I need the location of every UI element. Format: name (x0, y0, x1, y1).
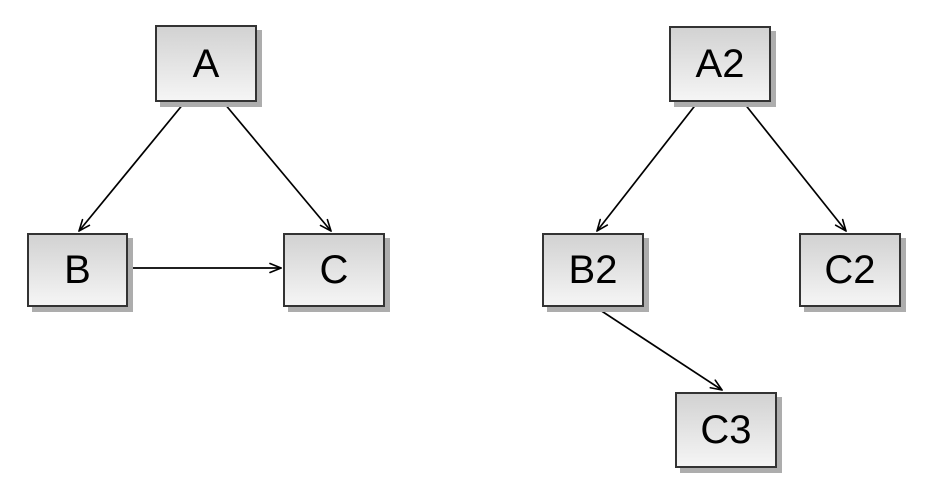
node-C[interactable]: C (283, 233, 385, 307)
node-label-C2: C2 (824, 248, 876, 292)
edges-group (79, 102, 846, 390)
node-label-B2: B2 (568, 248, 618, 292)
node-label-C3: C3 (700, 408, 752, 452)
edge-A-B (79, 102, 185, 231)
node-B[interactable]: B (27, 233, 128, 307)
edge-A-C (223, 102, 331, 231)
edge-A2-C2 (743, 102, 846, 231)
node-label-A2: A2 (695, 42, 745, 86)
node-label-B: B (64, 248, 91, 292)
node-A2[interactable]: A2 (669, 26, 771, 102)
edge-B2-C3 (596, 307, 722, 390)
node-label-C: C (319, 248, 349, 292)
node-label-A: A (192, 41, 220, 86)
node-C3[interactable]: C3 (675, 392, 777, 468)
node-A[interactable]: A (155, 25, 257, 102)
node-C2[interactable]: C2 (799, 233, 901, 307)
edge-A2-B2 (597, 102, 698, 231)
node-B2[interactable]: B2 (542, 233, 644, 307)
